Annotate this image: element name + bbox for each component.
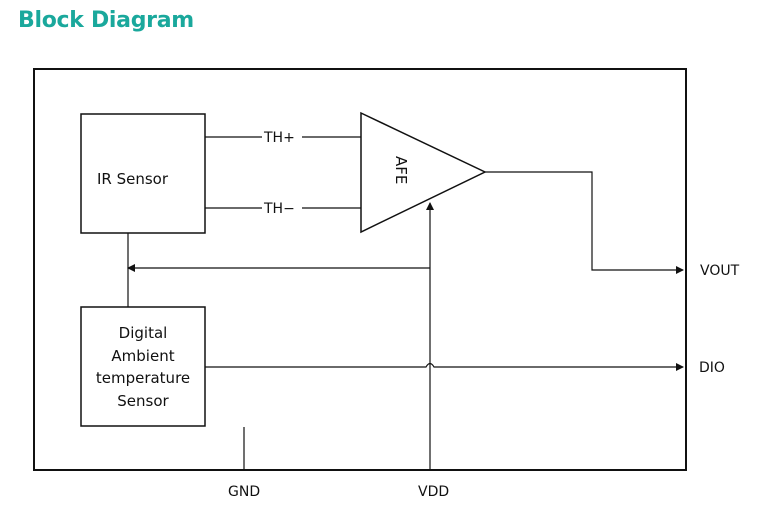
pin-dio-label: DIO <box>699 360 725 376</box>
th-plus-label: TH+ <box>263 130 295 146</box>
pin-vout-label: VOUT <box>700 263 740 279</box>
dio-wire <box>205 362 684 371</box>
temp-sensor-label-line1: Digital <box>119 324 168 342</box>
temp-sensor-label-line4: Sensor <box>117 392 169 410</box>
temp-sensor-label-line3: temperature <box>96 369 190 387</box>
temp-sensor-block <box>80 306 206 427</box>
ir-sensor-block <box>80 113 206 234</box>
afe-amplifier <box>360 111 487 234</box>
th-minus-label: TH− <box>263 201 295 217</box>
page-title: Block Diagram <box>18 8 194 33</box>
temp-sensor-label-line2: Ambient <box>111 347 174 365</box>
chip-outline <box>33 68 687 471</box>
ir-sensor-label: IR Sensor <box>97 170 169 188</box>
afe-label: AFE <box>392 156 410 184</box>
pin-gnd-label: GND <box>228 484 260 500</box>
pin-vdd-label: VDD <box>418 484 449 500</box>
vout-wire <box>485 171 684 274</box>
